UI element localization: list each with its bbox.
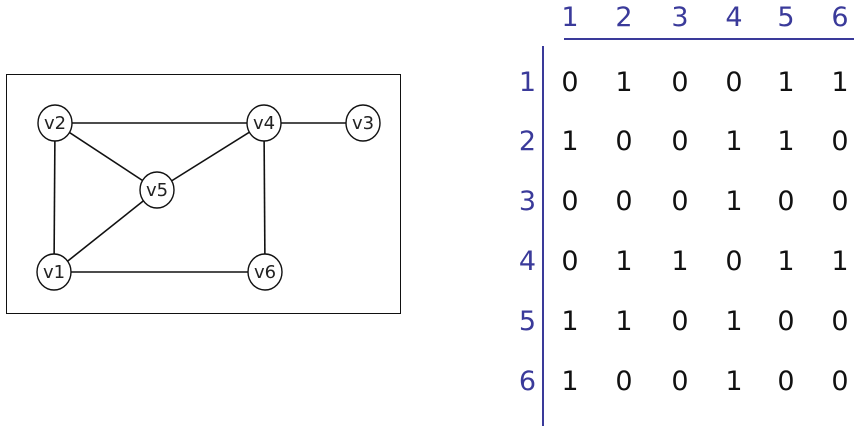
matrix-cell: 1 [831,67,849,98]
node-label: v3 [352,113,374,134]
graph-diagram: v1 v2 v3 v4 v5 v6 [36,104,381,291]
row-header-4: 4 [518,246,536,277]
node-label: v5 [146,180,168,201]
matrix-cell: 0 [615,186,633,217]
node-circle [139,171,175,209]
matrix-cell: 1 [671,246,689,277]
column-header-1: 1 [561,2,579,33]
edge-v4-v6 [263,122,266,273]
edge-v1-v2 [53,122,56,273]
matrix-cell: 0 [831,126,849,157]
matrix-cell: 0 [831,186,849,217]
graph-node-v2: v2 [37,104,73,142]
edge-v1-v5 [53,189,158,273]
matrix-cell: 1 [615,246,633,277]
column-header-underline [564,38,854,40]
node-circle [36,253,72,291]
matrix-cell: 0 [615,366,633,397]
matrix-cell: 1 [615,306,633,337]
graph-node-v1: v1 [36,253,72,291]
matrix-cell: 1 [725,366,743,397]
matrix-cell: 0 [615,126,633,157]
matrix-cell: 0 [671,306,689,337]
node-circle [37,104,73,142]
matrix-cell: 0 [777,306,795,337]
row-header-3: 3 [518,186,536,217]
matrix-cell: 1 [725,306,743,337]
matrix-cell: 0 [671,67,689,98]
graph-node-v6: v6 [247,253,283,291]
matrix-cell: 1 [777,246,795,277]
column-header-5: 5 [777,2,795,33]
matrix-cell: 1 [831,246,849,277]
matrix-cell: 0 [561,186,579,217]
matrix-cell: 0 [561,67,579,98]
matrix-cell: 1 [561,306,579,337]
graph-node-v4: v4 [246,104,282,142]
edge-v4-v5 [156,122,265,191]
matrix-cell: 0 [671,126,689,157]
row-header-6: 6 [518,366,536,397]
column-header-3: 3 [671,2,689,33]
matrix-cell: 1 [725,126,743,157]
node-label: v6 [254,262,276,283]
graph-diagram-panel: v1 v2 v3 v4 v5 v6 [6,74,401,314]
matrix-cell: 0 [561,246,579,277]
column-header-6: 6 [831,2,849,33]
node-circle [345,104,381,142]
node-circle [246,104,282,142]
row-header-2: 2 [518,126,536,157]
matrix-cell: 1 [777,126,795,157]
node-label: v4 [253,113,275,134]
graph-node-v5: v5 [139,171,175,209]
matrix-cell: 1 [561,126,579,157]
row-header-5: 5 [518,306,536,337]
matrix-cell: 0 [831,366,849,397]
matrix-cell: 1 [561,366,579,397]
matrix-cell: 0 [777,186,795,217]
matrix-cell: 1 [725,186,743,217]
matrix-cell: 1 [615,67,633,98]
matrix-cell: 0 [671,186,689,217]
matrix-cell: 0 [725,246,743,277]
matrix-cell: 0 [777,366,795,397]
matrix-cell: 0 [831,306,849,337]
matrix-cell: 0 [671,366,689,397]
column-header-2: 2 [615,2,633,33]
row-header-separator [542,46,544,426]
matrix-cell: 0 [725,67,743,98]
graph-node-v3: v3 [345,104,381,142]
node-label: v2 [44,113,66,134]
matrix-cell: 1 [777,67,795,98]
node-circle [247,253,283,291]
node-label: v1 [43,262,65,283]
edge-v2-v5 [54,122,158,191]
column-header-4: 4 [725,2,743,33]
row-header-1: 1 [518,67,536,98]
